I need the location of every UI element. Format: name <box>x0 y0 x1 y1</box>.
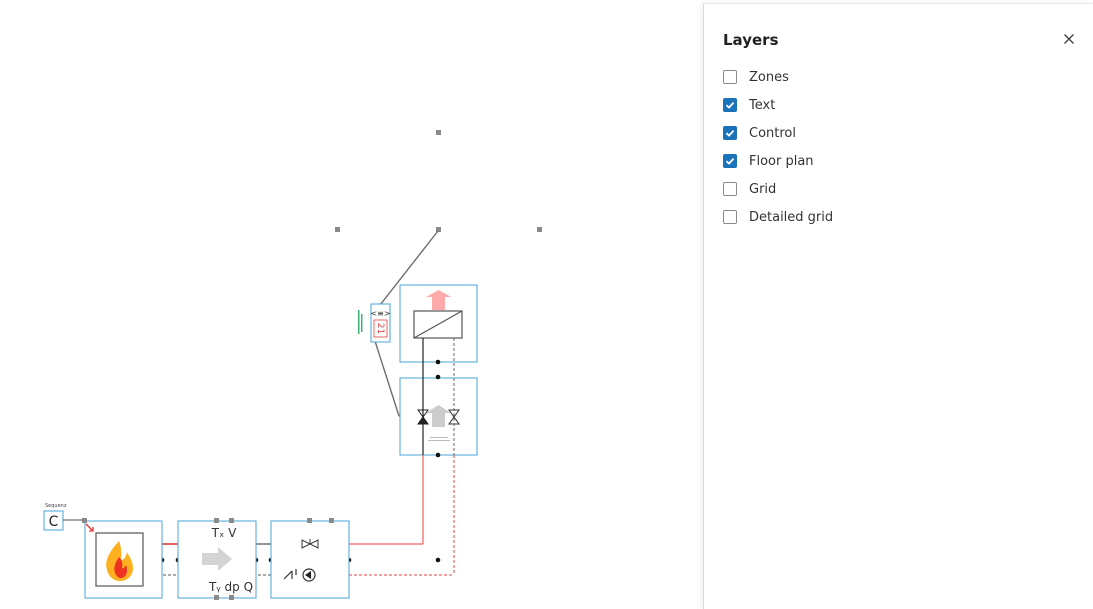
flame-icon <box>106 541 133 581</box>
sensor-module[interactable]: Tₓ V Tᵧ dp Q <box>177 518 257 600</box>
layer-item-floor-plan[interactable]: Floor plan <box>723 147 833 175</box>
sequence-caption: Sequenz <box>45 503 67 509</box>
flow-up-arrow-icon <box>426 405 451 427</box>
pump-ports <box>307 518 334 523</box>
layer-list: Zones Text Control Floor plan Grid Detai… <box>723 63 833 231</box>
floor-plan-checkbox[interactable] <box>723 154 737 168</box>
layer-item-detailed-grid[interactable]: Detailed grid <box>723 203 833 231</box>
valve-note <box>428 437 450 441</box>
room-sensor[interactable]: <≡> 21 <box>358 303 391 343</box>
selection-handle-center[interactable] <box>436 227 441 232</box>
check-valve-icon <box>283 569 297 580</box>
layer-item-text[interactable]: Text <box>723 91 833 119</box>
selection-handle-right[interactable] <box>537 227 542 232</box>
control-checkbox[interactable] <box>723 126 737 140</box>
flow-right-arrow-icon <box>202 547 232 571</box>
layers-panel: Layers Zones Text Control Floor plan Gri… <box>703 3 1093 609</box>
sensor-value: 21 <box>375 323 385 334</box>
layer-item-grid[interactable]: Grid <box>723 175 833 203</box>
signal-arrow-icon <box>85 523 94 532</box>
controller-block[interactable]: C Sequenz <box>43 503 94 532</box>
layer-label: Grid <box>749 181 777 197</box>
layer-label: Zones <box>749 69 789 85</box>
layer-label: Detailed grid <box>749 209 834 225</box>
layer-label: Text <box>749 97 776 113</box>
schematic-canvas[interactable]: <≡> 21 <box>0 0 703 609</box>
close-button[interactable] <box>1060 30 1078 48</box>
layer-label: Floor plan <box>749 153 814 169</box>
pump-icon <box>302 568 316 582</box>
ty-label: Tᵧ dp Q <box>208 580 253 594</box>
balancing-valve-icon <box>301 539 319 549</box>
selection-handle-top[interactable] <box>436 130 441 135</box>
grid-checkbox[interactable] <box>723 182 737 196</box>
text-checkbox[interactable] <box>723 98 737 112</box>
layer-label: Control <box>749 125 796 141</box>
tx-label: Tₓ V <box>211 526 237 540</box>
controller-label: C <box>49 514 59 530</box>
panel-title: Layers <box>723 31 779 49</box>
detailed-grid-checkbox[interactable] <box>723 210 737 224</box>
layer-item-zones[interactable]: Zones <box>723 63 833 91</box>
hydraulic-schematic[interactable]: <≡> 21 <box>0 0 703 609</box>
selection-handles[interactable] <box>335 130 542 232</box>
radiator-unit[interactable] <box>399 284 478 363</box>
layer-item-control[interactable]: Control <box>723 119 833 147</box>
zones-checkbox[interactable] <box>723 70 737 84</box>
svg-text:<≡>: <≡> <box>370 309 390 318</box>
valve-group[interactable] <box>399 377 478 456</box>
heat-up-arrow-icon <box>426 290 451 310</box>
boiler-unit[interactable] <box>84 520 163 599</box>
sensor-ports <box>214 518 234 600</box>
sensor-green-caption <box>358 310 363 334</box>
close-icon[interactable] <box>1060 30 1078 48</box>
pump-module[interactable] <box>270 518 350 599</box>
selection-handle-left[interactable] <box>335 227 340 232</box>
